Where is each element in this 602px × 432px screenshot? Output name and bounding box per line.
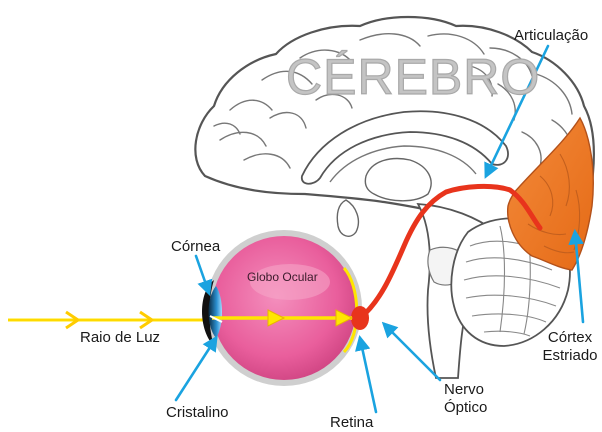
label-nervo-optico: Nervo Óptico xyxy=(444,381,487,417)
arrow-cornea xyxy=(196,256,209,293)
thalamus xyxy=(365,159,431,201)
label-cristalino: Cristalino xyxy=(166,404,229,422)
label-articulacao: Articulação xyxy=(514,27,588,45)
label-cortex-estriado: Córtex Estriado xyxy=(540,329,600,365)
optic-disc xyxy=(351,306,369,330)
light-ray xyxy=(8,312,212,328)
brain-title: CÉREBRO xyxy=(286,48,540,106)
label-cortex-line2: Estriado xyxy=(540,347,600,365)
label-raio-de-luz: Raio de Luz xyxy=(80,329,160,347)
arrow-cristalino xyxy=(176,338,216,400)
arrow-retina xyxy=(360,338,376,412)
eyeball xyxy=(202,230,369,386)
eyeball-body xyxy=(212,236,356,380)
label-cortex-line1: Córtex xyxy=(540,329,600,347)
label-globo-ocular: Globo Ocular xyxy=(247,270,318,284)
label-nervo-line1: Nervo xyxy=(444,381,487,399)
label-nervo-line2: Óptico xyxy=(444,399,487,417)
label-retina: Retina xyxy=(330,414,373,432)
label-cornea: Córnea xyxy=(171,238,220,256)
optic-chiasm-area xyxy=(337,200,358,236)
